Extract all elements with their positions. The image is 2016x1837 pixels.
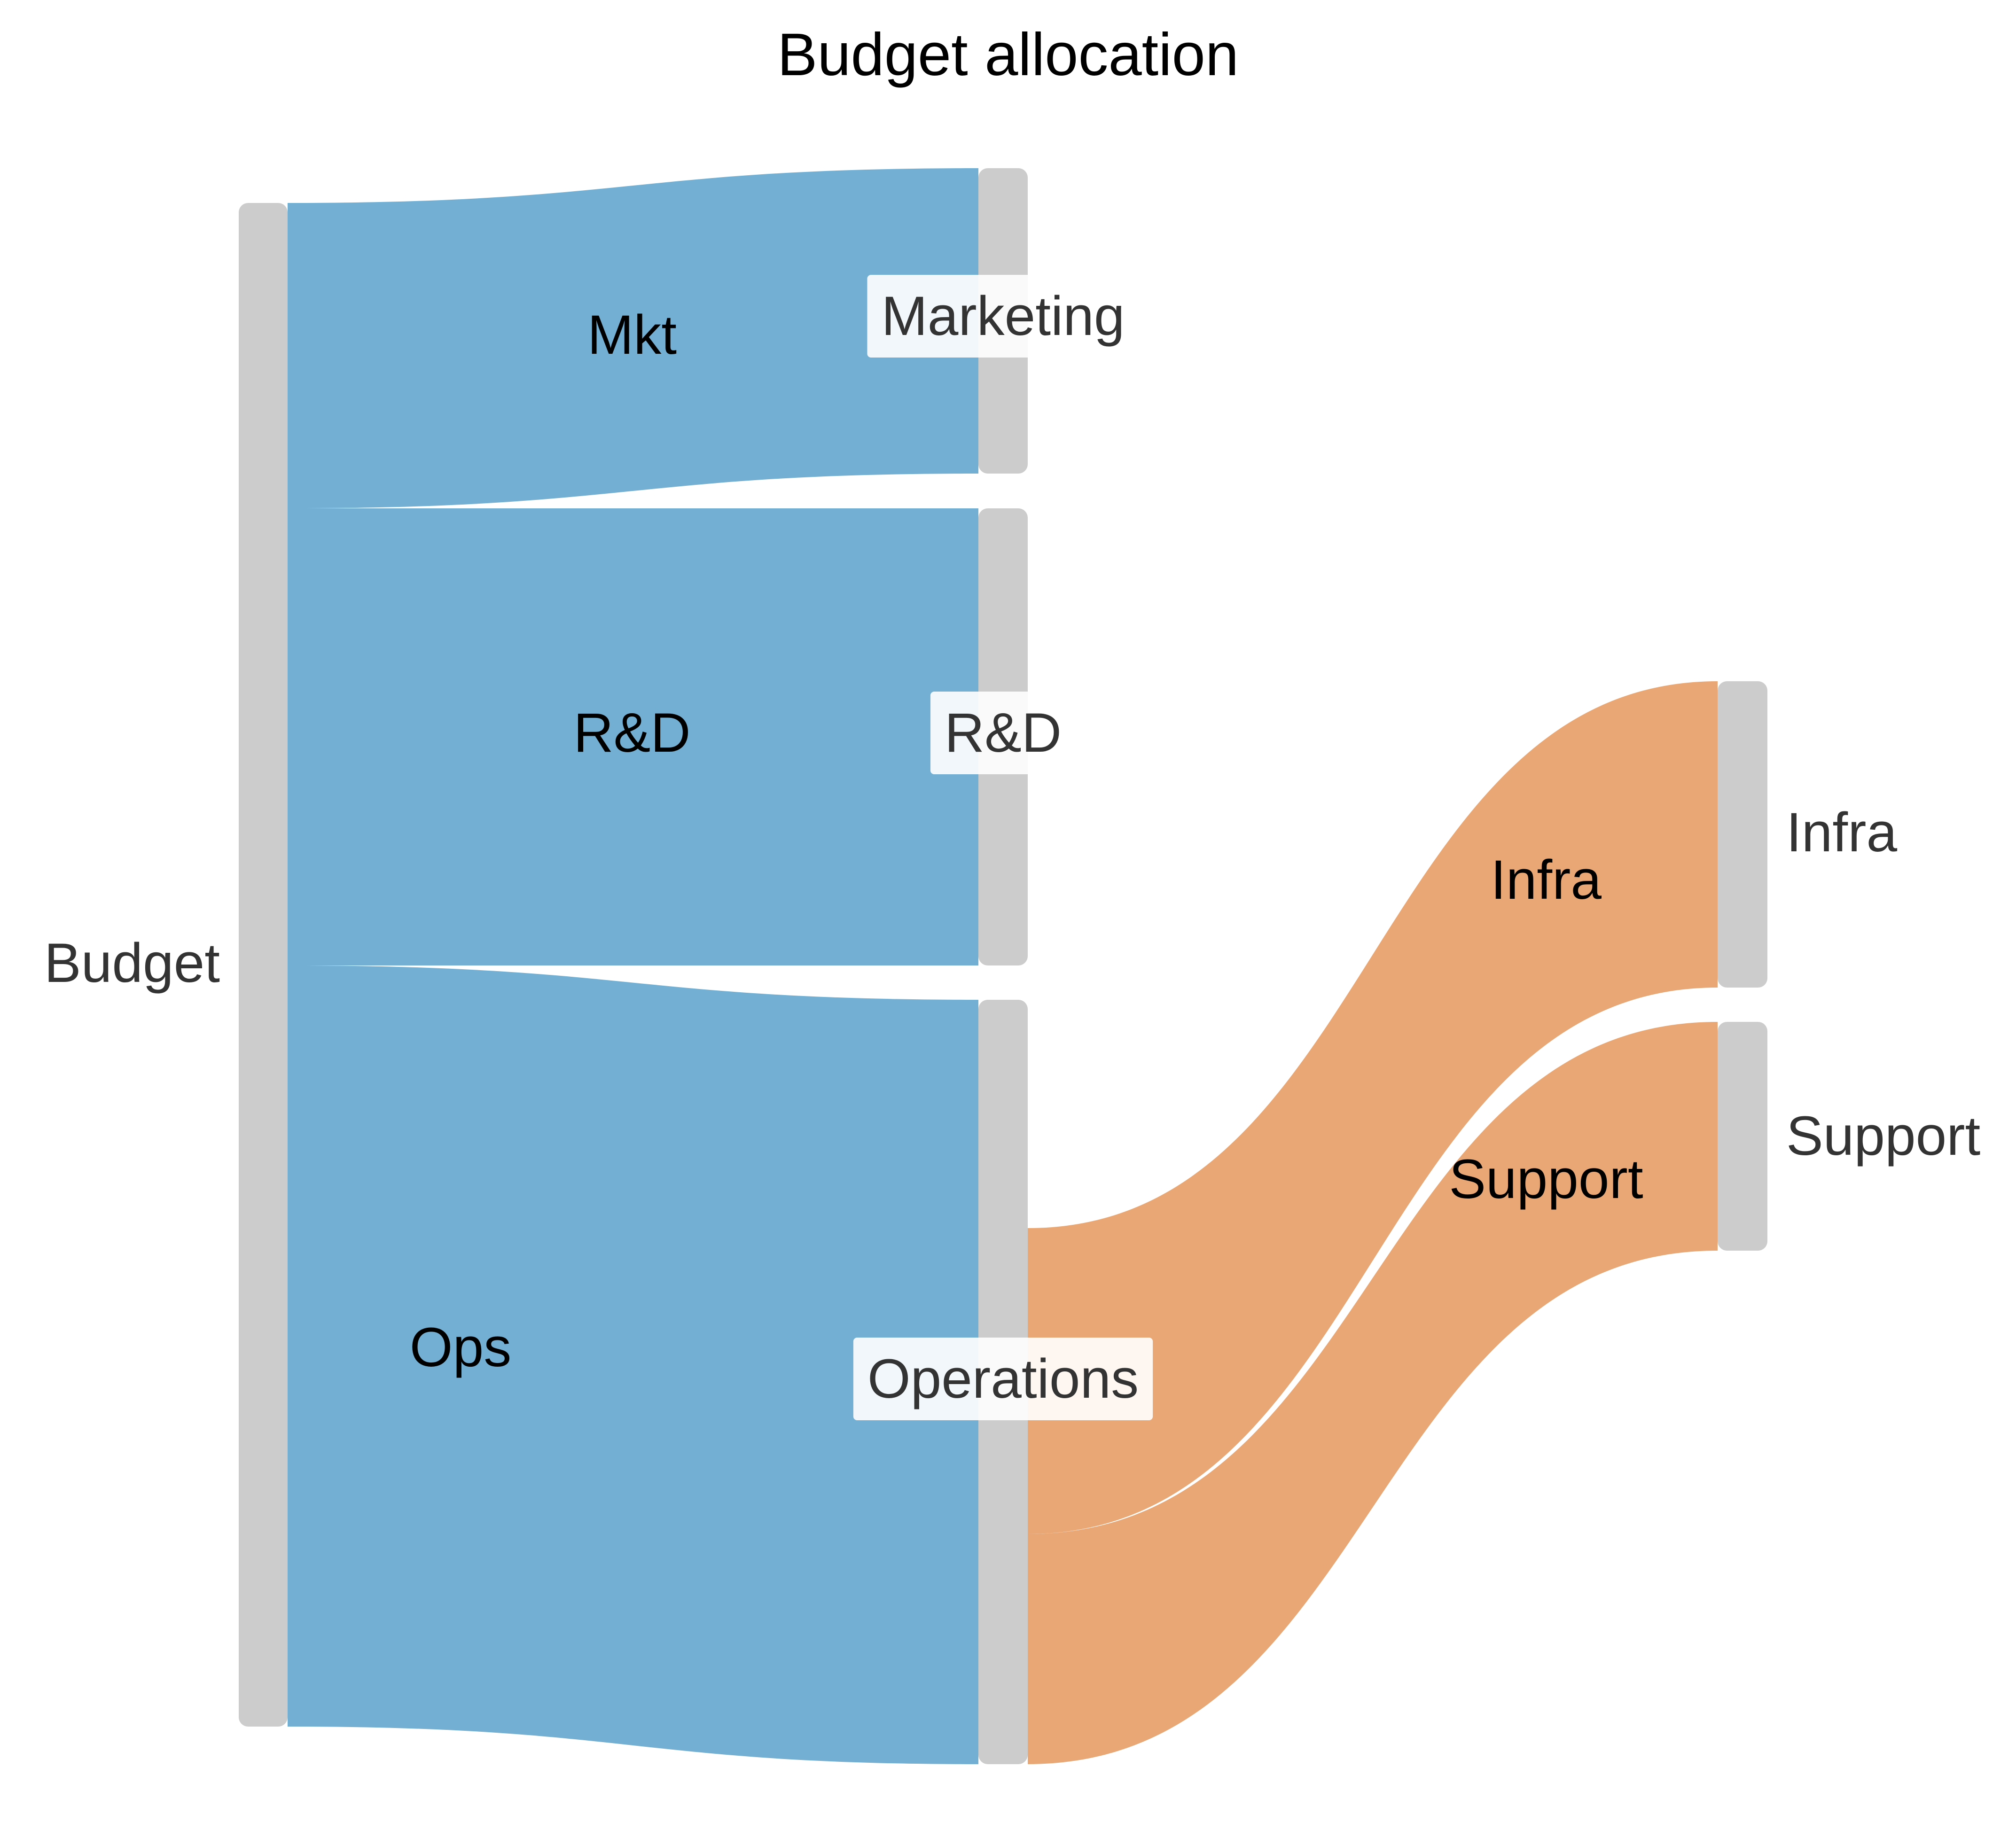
node-label-support: Support xyxy=(1786,1105,1980,1167)
link-label-mkt: Mkt xyxy=(587,304,677,366)
node-support[interactable] xyxy=(1718,1022,1767,1251)
link-label-support: Support xyxy=(1449,1148,1643,1210)
node-label-box-operations xyxy=(853,1338,1153,1420)
link-label-rnd: R&D xyxy=(573,702,690,764)
link-label-ops: Ops xyxy=(410,1316,511,1378)
node-label-budget: Budget xyxy=(44,932,220,994)
nodes-layer xyxy=(239,168,1767,1764)
link-label-infra: Infra xyxy=(1491,849,1602,911)
node-label-marketing: Marketing xyxy=(881,285,1125,347)
link-rnd[interactable] xyxy=(288,508,978,965)
links-layer xyxy=(288,168,1718,1764)
node-label-infra: Infra xyxy=(1786,802,1897,864)
node-budget[interactable] xyxy=(239,203,288,1727)
node-label-operations: Operations xyxy=(867,1348,1139,1410)
diagram-title: Budget allocation xyxy=(777,21,1239,88)
link-support[interactable] xyxy=(1028,1022,1718,1764)
link-infra[interactable] xyxy=(1028,681,1718,1534)
link-mkt[interactable] xyxy=(288,168,978,508)
node-infra[interactable] xyxy=(1718,681,1767,988)
node-label-box-rnd xyxy=(930,692,1076,774)
link-ops[interactable] xyxy=(288,965,978,1764)
node-label-rnd: R&D xyxy=(945,702,1062,764)
node-label-box-marketing xyxy=(867,275,1139,358)
